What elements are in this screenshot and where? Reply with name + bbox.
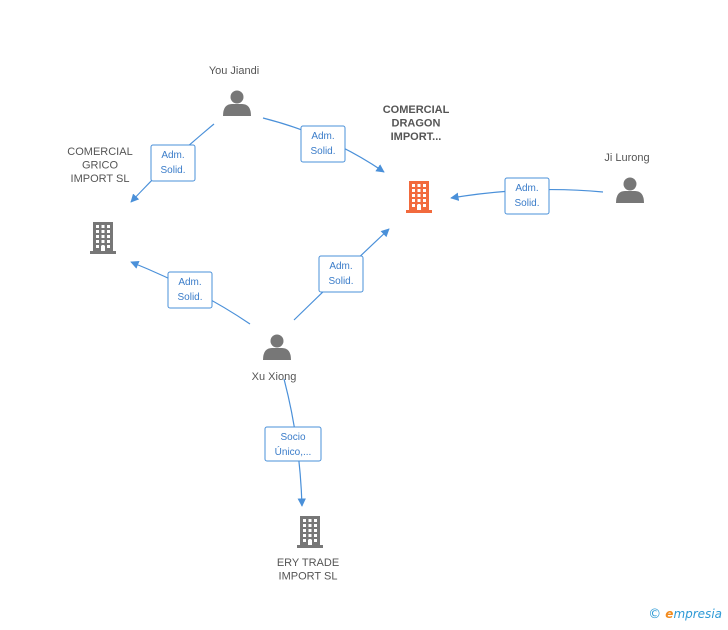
edge-you_jiandi-to-comercial_dragon: Adm. Solid. (262, 117, 385, 173)
node-label: Xu Xiong (252, 371, 297, 383)
node-label: IMPORT... (391, 131, 442, 143)
role-badge[interactable]: Adm. Solid. (318, 255, 364, 293)
role-badge-text: Solid. (514, 198, 539, 209)
role-badge-text: Adm. (161, 150, 184, 161)
node-label: IMPORT SL (71, 173, 130, 185)
node-ery-trade[interactable]: ERY TRADE IMPORT SL (277, 516, 339, 583)
node-label: ERY TRADE (277, 557, 339, 569)
edge-ji_lurong-to-comercial_dragon: Adm. Solid. (450, 177, 604, 215)
role-badge-box (318, 255, 364, 293)
role-badge[interactable]: Adm. Solid. (504, 177, 550, 215)
empresia-logo[interactable]: ©empresia (648, 607, 722, 622)
node-you-jiandi[interactable]: You Jiandi (209, 65, 259, 116)
person-icon (223, 90, 251, 116)
edge-xu_xiong-to-comercial_grico: Adm. Solid. (130, 260, 251, 325)
role-badge-text: Adm. (515, 183, 538, 194)
node-comercial-dragon[interactable]: COMERCIAL DRAGONIMPORT... (383, 104, 450, 213)
copyright-icon: © (648, 607, 662, 622)
role-badge-box (300, 125, 346, 163)
role-badge-text: Solid. (328, 276, 353, 287)
role-badge-text: Solid. (177, 292, 202, 303)
role-badge-box (150, 144, 196, 182)
brand-name: mpresia (673, 607, 722, 621)
role-badge-text: Adm. (329, 261, 352, 272)
person-icon (263, 334, 291, 360)
edge-you_jiandi-to-comercial_grico: Adm. Solid. (130, 123, 215, 203)
node-label: COMERCIAL (67, 146, 132, 158)
role-badge-box (264, 426, 322, 462)
person-icon (616, 177, 644, 203)
role-badge-text: Socio (280, 432, 305, 443)
role-badge-text: Solid. (160, 165, 185, 176)
node-ji-lurong[interactable]: Ji Lurong (604, 152, 650, 203)
role-badge-text: Único,... (275, 445, 312, 458)
role-badge-text: Solid. (310, 146, 335, 157)
role-badge-box (504, 177, 550, 215)
role-badge-box (167, 271, 213, 309)
role-badge[interactable]: Adm. Solid. (167, 271, 213, 309)
node-label: Ji Lurong (604, 152, 649, 164)
node-label: You Jiandi (209, 65, 259, 77)
building-icon (406, 181, 432, 213)
node-xu-xiong[interactable]: Xu Xiong (252, 334, 297, 384)
role-badge-text: Adm. (311, 131, 334, 142)
role-badge[interactable]: Adm. Solid. (300, 125, 346, 163)
node-label: DRAGON (392, 118, 441, 130)
role-badge-text: Adm. (178, 277, 201, 288)
role-badge[interactable]: Adm. Solid. (150, 144, 196, 182)
building-icon (90, 222, 116, 254)
edge-xu_xiong-to-ery_trade: SocioÚnico,... (264, 378, 322, 507)
node-label: IMPORT SL (279, 571, 338, 583)
edge-xu_xiong-to-comercial_dragon: Adm. Solid. (293, 228, 390, 321)
building-icon (297, 516, 323, 548)
node-label: GRICO (82, 160, 119, 172)
node-label: COMERCIAL (383, 104, 450, 116)
brand-e: e (665, 607, 674, 621)
role-badge[interactable]: SocioÚnico,... (264, 426, 322, 462)
